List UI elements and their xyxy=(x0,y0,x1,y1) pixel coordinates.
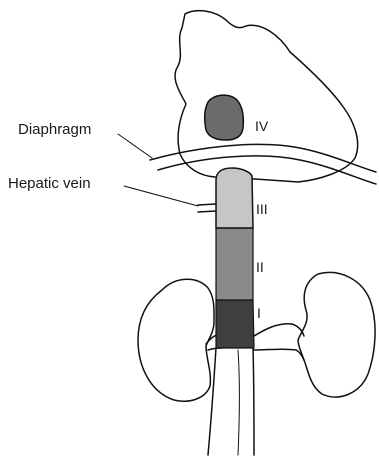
infrarenal-ivc-right-wall xyxy=(253,348,254,455)
segment-iii-region xyxy=(216,168,253,228)
segment-i-region xyxy=(216,300,254,348)
segment-iv-label: IV xyxy=(255,118,269,134)
right-kidney-outline xyxy=(298,272,375,397)
diaphragm-leader-line xyxy=(118,134,152,158)
segment-ii-region xyxy=(216,228,253,300)
segment-ii-label: II xyxy=(256,259,264,275)
hepatic-vein-leader-line xyxy=(124,186,198,206)
right-renal-vein-lower xyxy=(254,349,304,360)
segment-iv-region xyxy=(205,95,244,140)
infrarenal-lumen-line xyxy=(238,350,240,455)
right-renal-vein-upper xyxy=(254,324,304,336)
hepatic-vein-label: Hepatic vein xyxy=(8,175,91,192)
segment-i-label: I xyxy=(257,305,261,321)
diaphragm-label: Diaphragm xyxy=(18,121,91,138)
hepatic-vein-lower xyxy=(198,211,216,212)
left-kidney-outline xyxy=(138,279,214,401)
hepatic-vein-upper xyxy=(198,204,216,205)
segment-iii-label: III xyxy=(256,201,268,217)
